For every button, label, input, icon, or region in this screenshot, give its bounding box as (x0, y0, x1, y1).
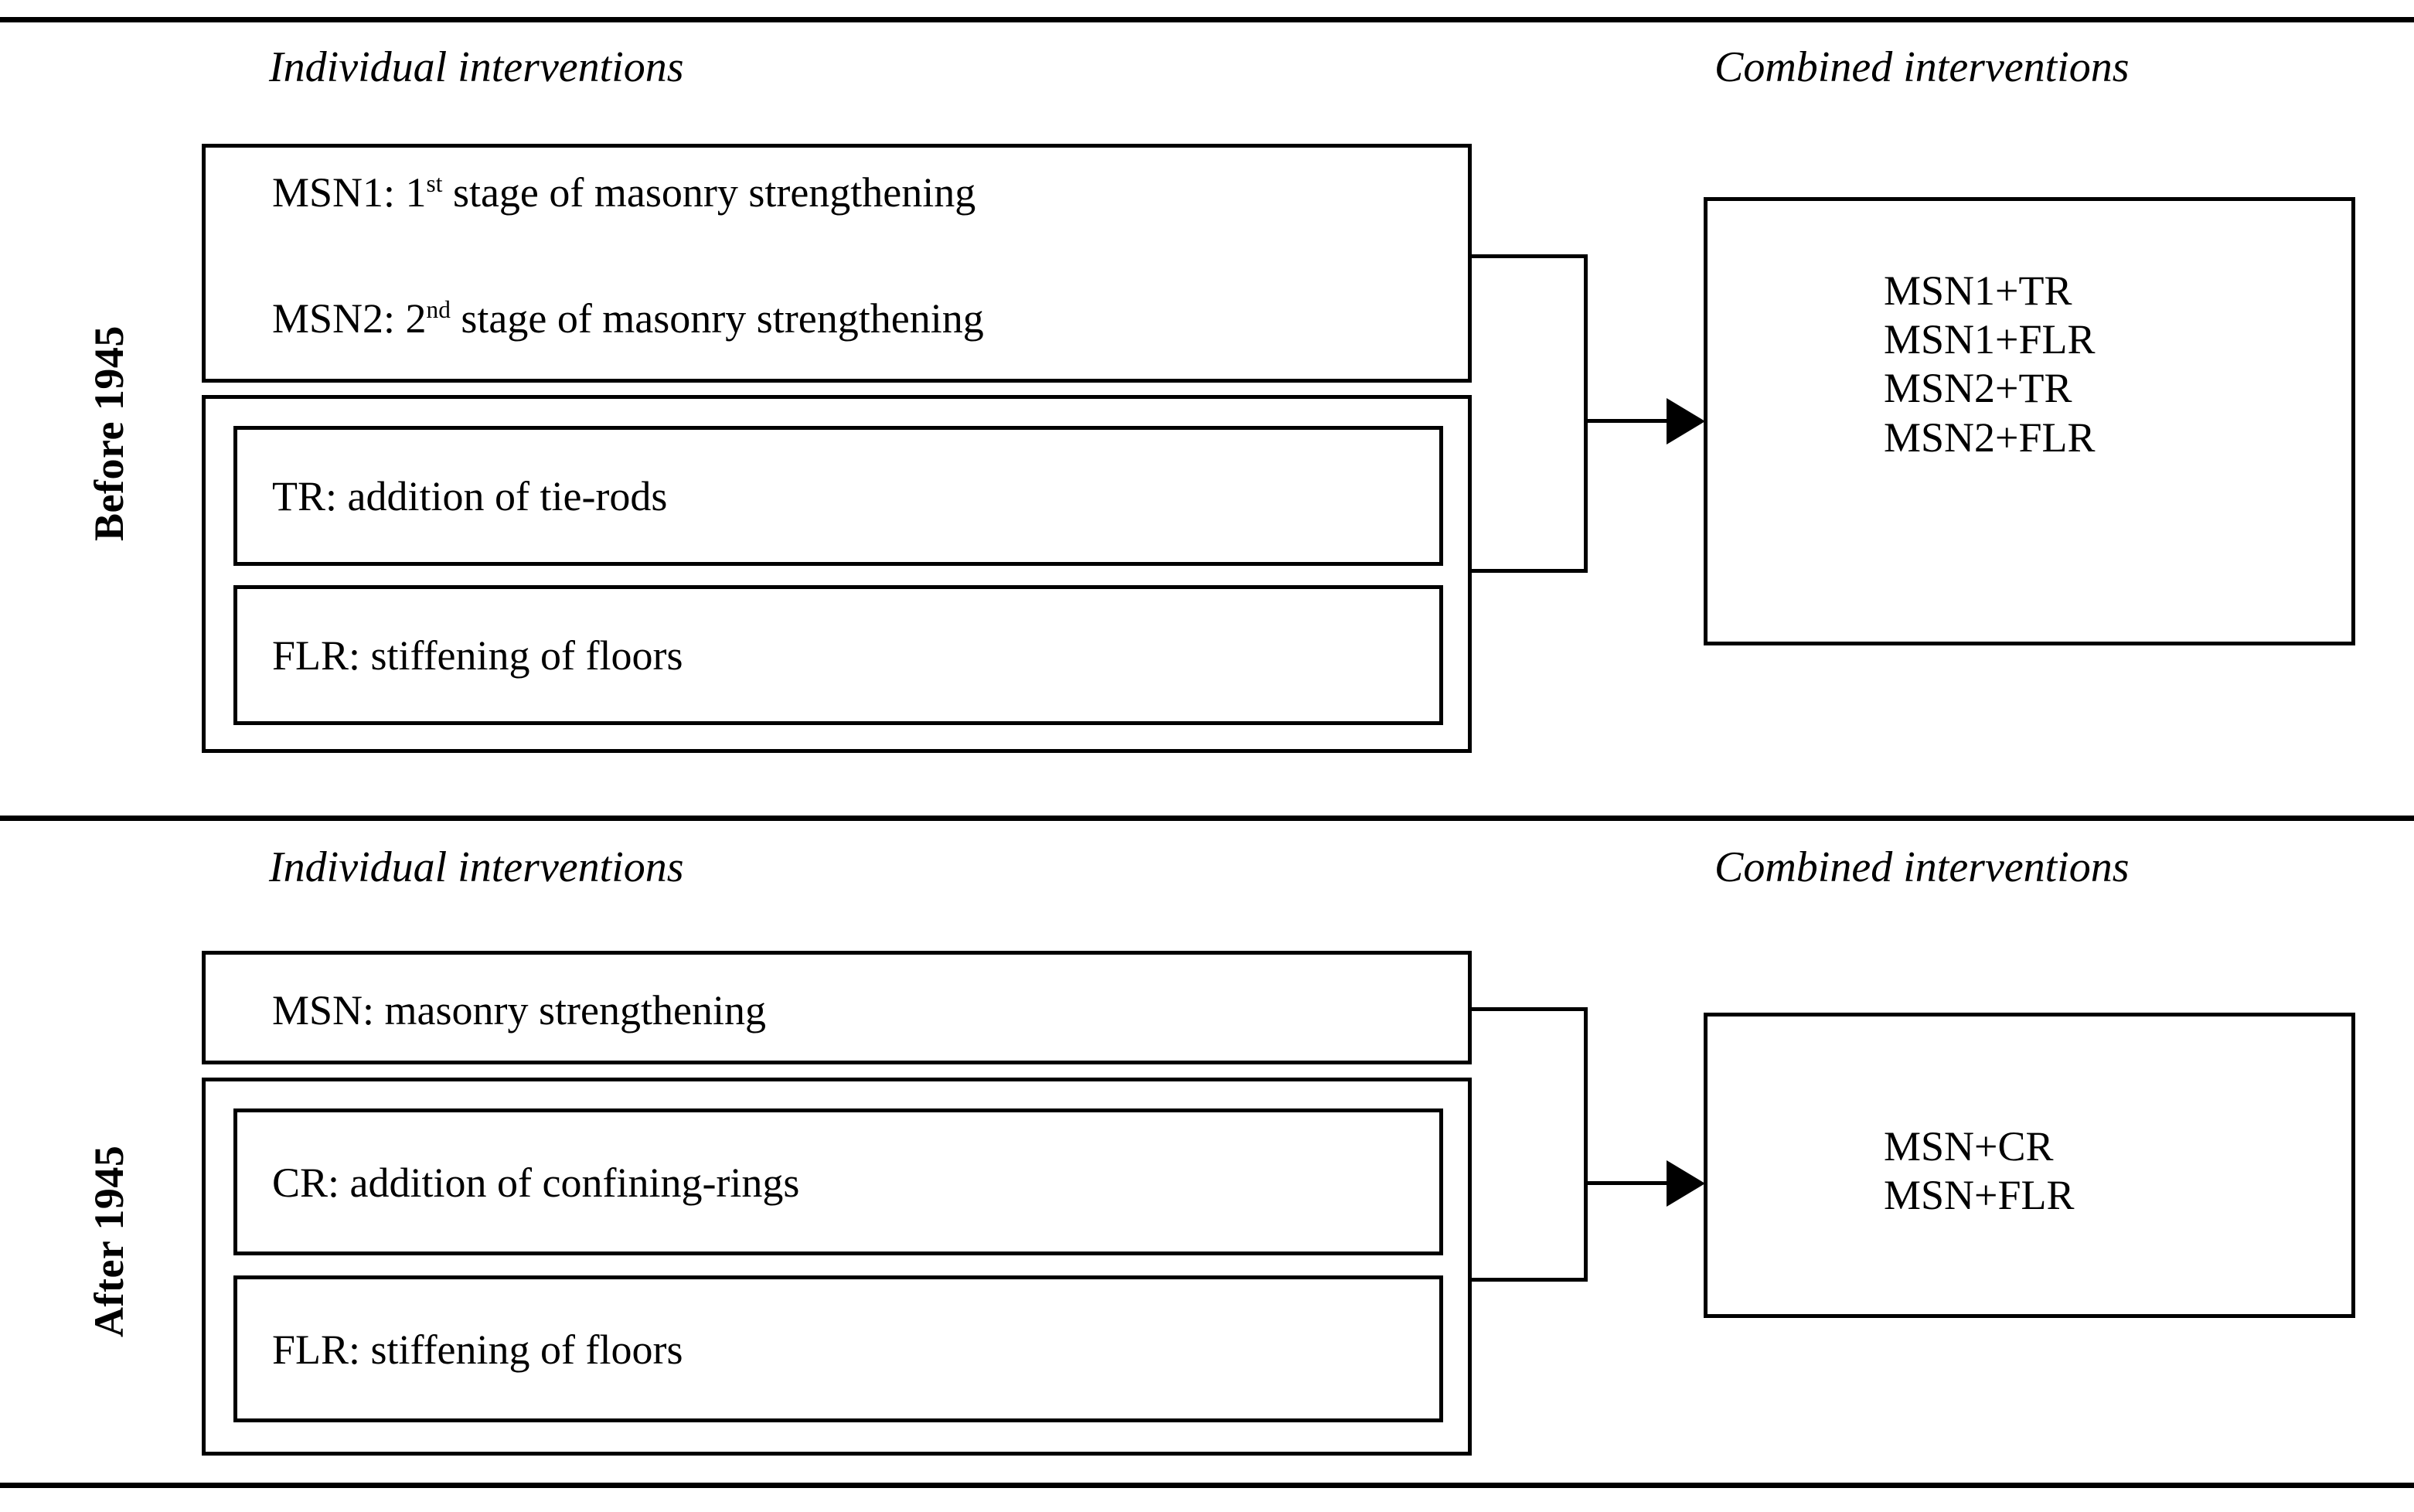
confining-rings-box (233, 1108, 1443, 1255)
msn2-label: MSN2: 2nd stage of masonry strengthening (272, 298, 984, 339)
connector-bottom-stem (1584, 1181, 1675, 1185)
combined-item-bottom-2: MSN+FLR (1884, 1172, 2075, 1219)
top-divider-rule (0, 17, 2414, 22)
msn1-label-suffix: stage of masonry strengthening (442, 169, 976, 216)
floors-stiffening-box-top (233, 585, 1443, 725)
combined-item-top-2: MSN1+FLR (1884, 316, 2096, 363)
msn-stage-group-box (202, 144, 1472, 383)
combined-item-top-3: MSN2+TR (1884, 365, 2072, 412)
connector-top-spine (1584, 254, 1588, 573)
combined-interventions-box-bottom (1704, 1013, 2355, 1318)
arrow-head-icon-top (1667, 398, 1705, 444)
column-header-individual-bottom: Individual interventions (269, 843, 684, 891)
floors-stiffening-box-bottom (233, 1275, 1443, 1422)
combined-interventions-list-bottom: MSN+CR MSN+FLR (1884, 1122, 2075, 1220)
column-header-combined-bottom: Combined interventions (1714, 843, 2130, 891)
msn2-label-prefix: MSN2: 2 (272, 295, 427, 342)
masonry-strengthening-label: MSN: masonry strengthening (272, 987, 766, 1034)
floors-stiffening-label-bottom: FLR: stiffening of floors (272, 1326, 683, 1373)
connector-top-branch-lower (1472, 569, 1588, 573)
era-label-after-1945: After 1945 (86, 1145, 132, 1337)
connector-bottom-branch-lower (1472, 1278, 1588, 1282)
confining-rings-label: CR: addition of confining-rings (272, 1160, 800, 1206)
connector-bottom-branch-upper (1472, 1007, 1588, 1011)
msn1-label: MSN1: 1st stage of masonry strengthening (272, 172, 975, 213)
tie-rods-box (233, 426, 1443, 566)
middle-divider-rule (0, 816, 2414, 821)
era-label-before-1945: Before 1945 (86, 325, 132, 541)
msn2-label-suffix: stage of masonry strengthening (450, 295, 984, 342)
connector-top-stem (1584, 419, 1675, 423)
bottom-divider-rule (0, 1483, 2414, 1488)
arrow-head-icon-bottom (1667, 1160, 1705, 1207)
floors-stiffening-label-top: FLR: stiffening of floors (272, 632, 683, 679)
combined-item-top-1: MSN1+TR (1884, 267, 2072, 314)
connector-bottom-spine (1584, 1007, 1588, 1282)
connector-top-branch-upper (1472, 254, 1588, 258)
masonry-strengthening-box (202, 951, 1472, 1064)
combined-interventions-list-top: MSN1+TR MSN1+FLR MSN2+TR MSN2+FLR (1884, 267, 2096, 462)
column-header-individual-top: Individual interventions (269, 43, 684, 91)
column-header-combined-top: Combined interventions (1714, 43, 2130, 91)
combined-item-bottom-1: MSN+CR (1884, 1123, 2054, 1170)
msn1-ordinal-suffix: st (426, 170, 443, 197)
msn1-label-prefix: MSN1: 1 (272, 169, 427, 216)
combined-interventions-box-top (1704, 197, 2355, 645)
msn2-ordinal-suffix: nd (426, 296, 451, 323)
tie-rods-label: TR: addition of tie-rods (272, 473, 668, 519)
combined-item-top-4: MSN2+FLR (1884, 414, 2096, 461)
